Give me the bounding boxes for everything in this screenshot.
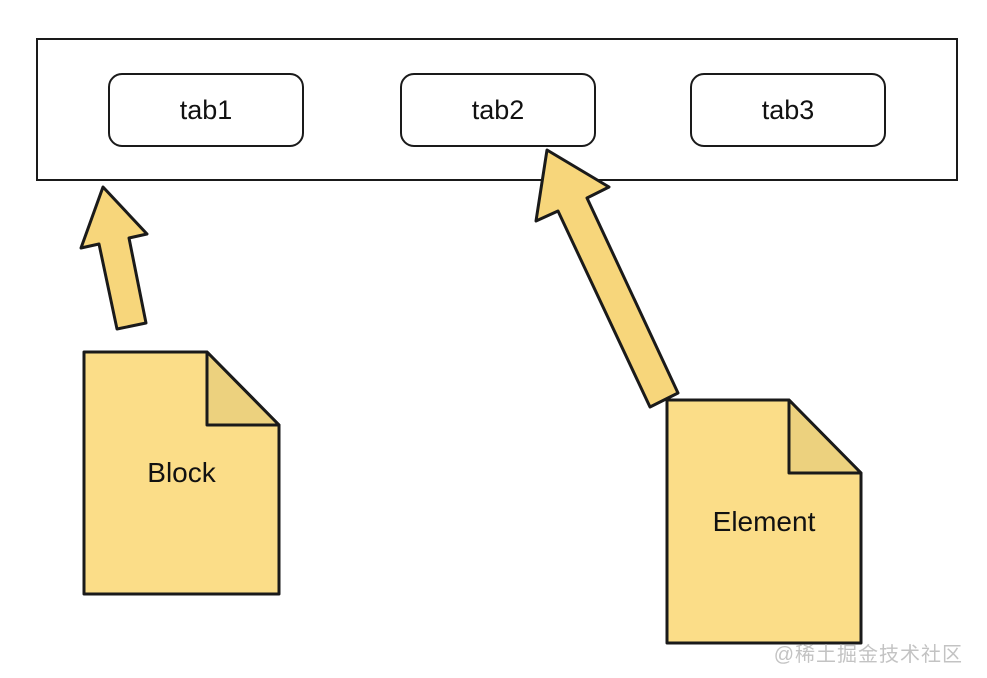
element-document-label: Element (712, 505, 816, 537)
watermark-text: @稀土掘金技术社区 (773, 644, 963, 666)
tab1-box: tab1 (108, 73, 304, 147)
tab3-label: tab3 (761, 94, 815, 125)
arrow-block-to-tab1-icon (79, 185, 149, 331)
block-document-label: Block (147, 457, 216, 488)
arrow-element-to-tab2-icon (534, 148, 680, 409)
tab3-box: tab3 (690, 73, 886, 147)
tab2-box: tab2 (400, 73, 596, 147)
element-document-fold-icon (787, 398, 863, 475)
tab1-label: tab1 (179, 94, 233, 125)
block-document-fold-icon (205, 350, 281, 427)
tab2-label: tab2 (471, 94, 525, 125)
